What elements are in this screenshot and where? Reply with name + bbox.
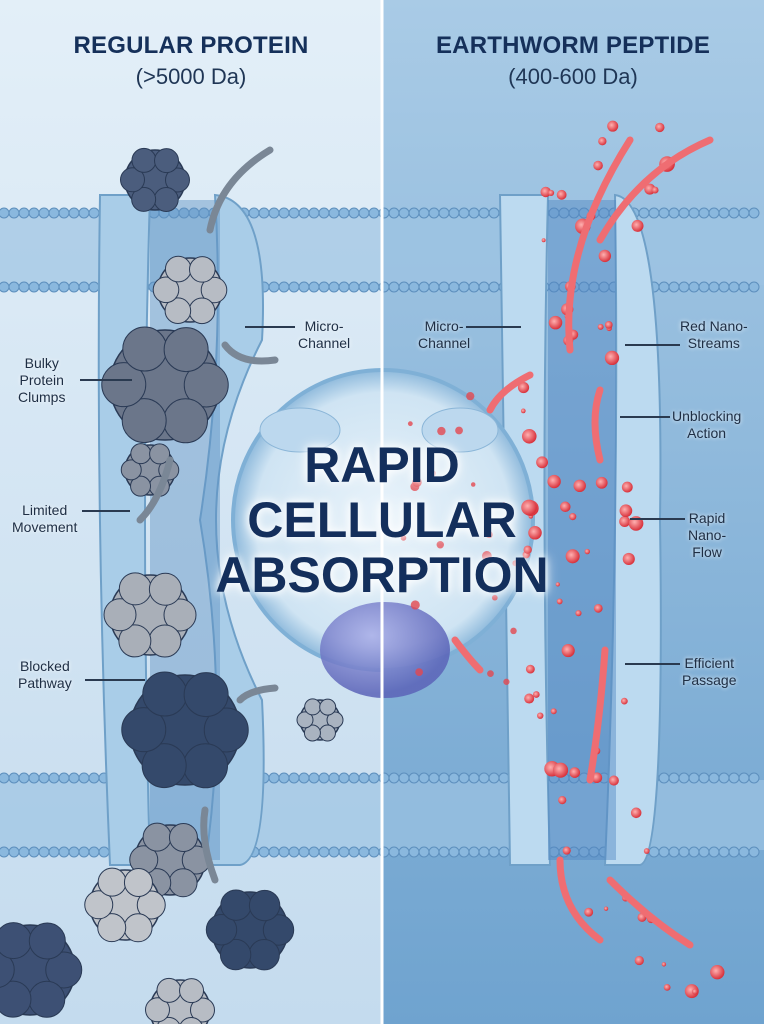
center-title: RAPID CELLULAR ABSORPTION xyxy=(215,437,549,603)
label-unblocking-action: Unblocking Action xyxy=(672,408,742,441)
label-red-nano-streams: Red Nano- Streams xyxy=(680,318,748,351)
flow-arrows xyxy=(136,136,714,949)
leader-line xyxy=(82,510,130,512)
right-subtitle: (400-600 Da) xyxy=(508,64,638,89)
right-header: EARTHWORM PEPTIDE (400-600 Da) xyxy=(382,32,764,90)
left-title: REGULAR PROTEIN xyxy=(73,32,309,59)
label-bulky-protein-clumps: Bulky Protein Clumps xyxy=(18,355,66,405)
label-left-micro-channel: Micro- Channel xyxy=(298,318,351,351)
leader-line xyxy=(625,663,680,665)
leader-line xyxy=(80,379,132,381)
left-header: REGULAR PROTEIN (>5000 Da) xyxy=(0,32,382,90)
leader-line xyxy=(85,679,145,681)
label-blocked-pathway: Blocked Pathway xyxy=(18,658,72,691)
label-efficient-passage: Efficient Passage xyxy=(682,655,737,688)
protein-clumps xyxy=(0,147,344,1024)
left-subtitle: (>5000 Da) xyxy=(135,64,247,89)
leader-line xyxy=(620,416,670,418)
leader-line xyxy=(630,518,685,520)
peptide-particles xyxy=(400,120,725,999)
right-title: EARTHWORM PEPTIDE xyxy=(435,32,711,59)
leader-line xyxy=(245,326,295,328)
label-right-micro-channel: Micro- Channel xyxy=(418,318,471,351)
label-limited-movement: Limited Movement xyxy=(12,502,78,535)
leader-line xyxy=(466,326,521,328)
leader-line xyxy=(625,344,680,346)
label-rapid-nano-flow: Rapid Nano- Flow xyxy=(688,510,727,560)
